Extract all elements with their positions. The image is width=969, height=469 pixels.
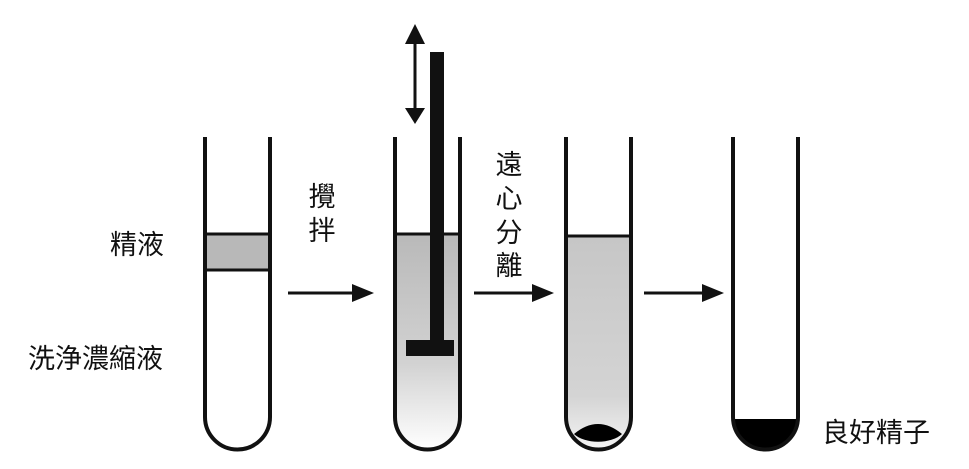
stir-char: 拌: [308, 215, 336, 247]
tube-centrifuge: [564, 137, 633, 452]
stir-char: 攪: [308, 182, 336, 213]
centrifuge-char: 離: [495, 251, 523, 283]
arrow-result: [644, 284, 724, 302]
tube-outline: [393, 137, 462, 452]
centrifuge-char: 分: [495, 217, 523, 249]
arrow-centrifuge: [474, 284, 554, 302]
tube-outline: [564, 137, 633, 452]
good-sperm-label: 良好精子: [822, 418, 930, 449]
semen-label: 精液: [110, 230, 164, 261]
centrifuge-step-label: 遠 心 分 離: [494, 149, 524, 284]
arrow-stir: [288, 284, 374, 302]
up-down-arrow-icon: [405, 24, 425, 124]
centrifuge-char: 心: [495, 183, 523, 215]
semen-layer: [205, 234, 270, 270]
stir-step-label: 攪 拌: [307, 181, 337, 249]
tube-semen-layered: [203, 137, 272, 452]
stirring-rod: [406, 52, 454, 356]
pellet: [574, 424, 622, 442]
tube-stirring: [393, 24, 462, 452]
tube-good-sperm: [731, 137, 800, 452]
good-sperm-sediment: [733, 419, 798, 448]
tube-outline: [203, 137, 272, 452]
tube-outline: [731, 137, 800, 452]
wash-medium-label: 洗浄濃縮液: [28, 344, 163, 375]
centrifuged-fluid: [566, 236, 631, 450]
centrifuge-char: 遠: [495, 150, 523, 181]
